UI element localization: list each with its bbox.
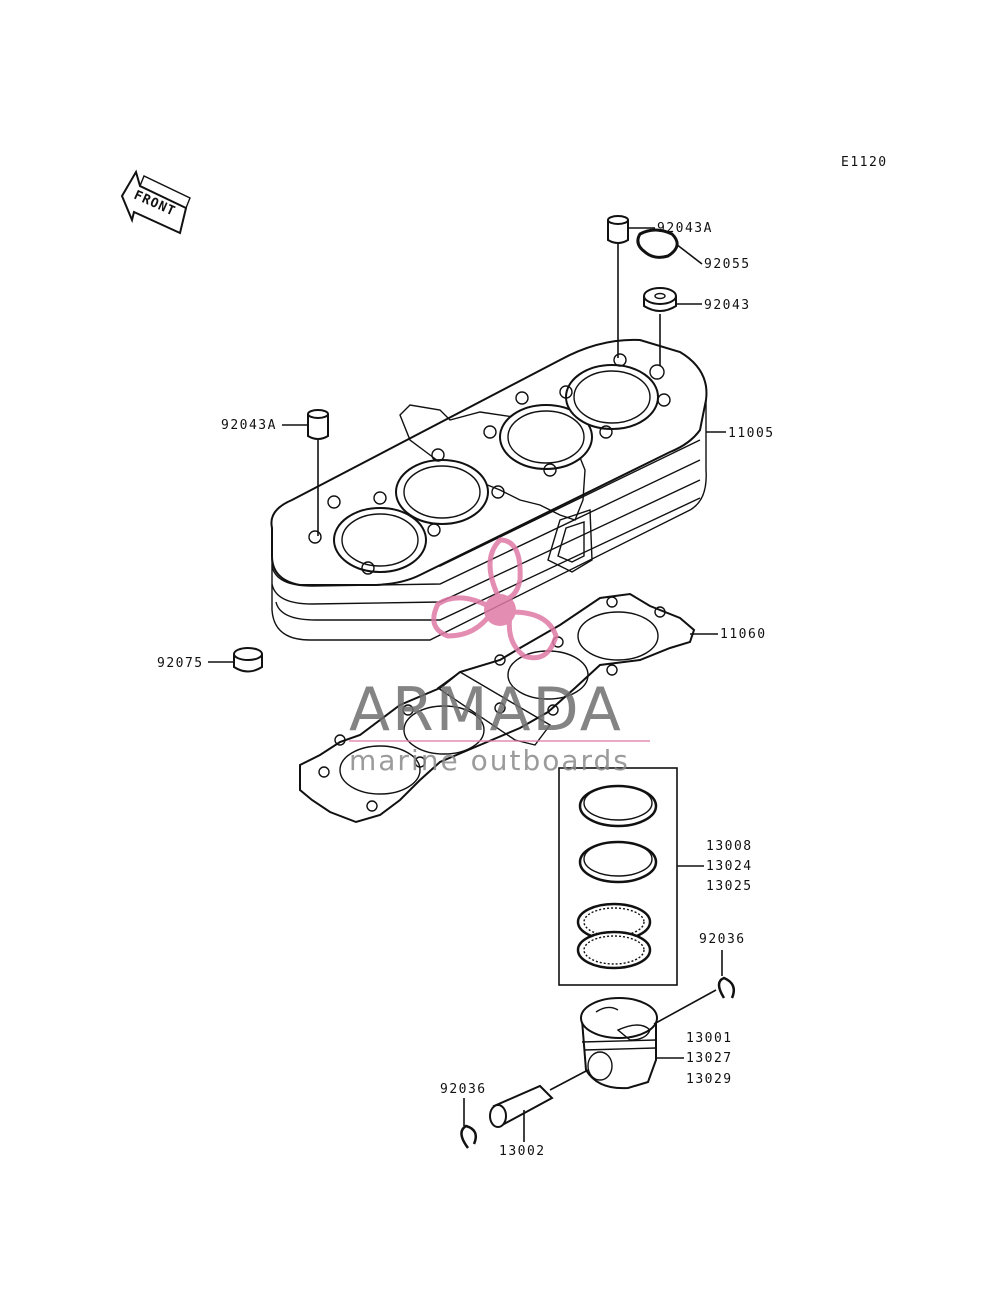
piston	[580, 997, 658, 1090]
label-rings-2: 13024	[706, 859, 753, 874]
label-clip-right: 92036	[699, 932, 746, 947]
label-dowel-left: 92043A	[221, 418, 277, 433]
label-rings-1: 13008	[706, 839, 753, 854]
leader-lines	[208, 227, 726, 1142]
collar	[643, 287, 677, 366]
watermark-subtitle: marine outboards	[349, 744, 630, 777]
cylinder-block	[270, 338, 708, 641]
label-clip-left: 92036	[440, 1082, 487, 1097]
label-cap: 92075	[157, 656, 204, 671]
plug-cap	[233, 647, 263, 673]
piston-rings-set	[558, 767, 678, 986]
label-dowel-top: 92043A	[657, 221, 713, 236]
label-gasket: 11060	[720, 627, 767, 642]
label-collar: 92043	[704, 298, 751, 313]
dowel-pin-top	[607, 215, 629, 358]
diagram-code: E1120	[841, 155, 888, 170]
label-piston-1: 13001	[686, 1031, 733, 1046]
label-piston-2: 13027	[686, 1051, 733, 1066]
label-rings-3: 13025	[706, 879, 753, 894]
label-o-ring: 92055	[704, 257, 751, 272]
watermark-title: ARMADA	[349, 675, 623, 745]
propeller-logo-icon	[431, 537, 559, 661]
circlip-right	[653, 976, 735, 1025]
front-arrow-icon: FRONT	[120, 169, 191, 235]
head-gasket	[299, 592, 696, 824]
label-piston-3: 13029	[686, 1072, 733, 1087]
circlip-left	[460, 1124, 477, 1149]
piston-pin	[489, 1069, 589, 1128]
dowel-pin-left	[307, 409, 329, 536]
label-pin: 13002	[499, 1144, 546, 1159]
o-ring	[636, 228, 679, 259]
watermark: ARMADA marine outboards	[349, 537, 650, 777]
label-cylinder: 11005	[728, 426, 775, 441]
